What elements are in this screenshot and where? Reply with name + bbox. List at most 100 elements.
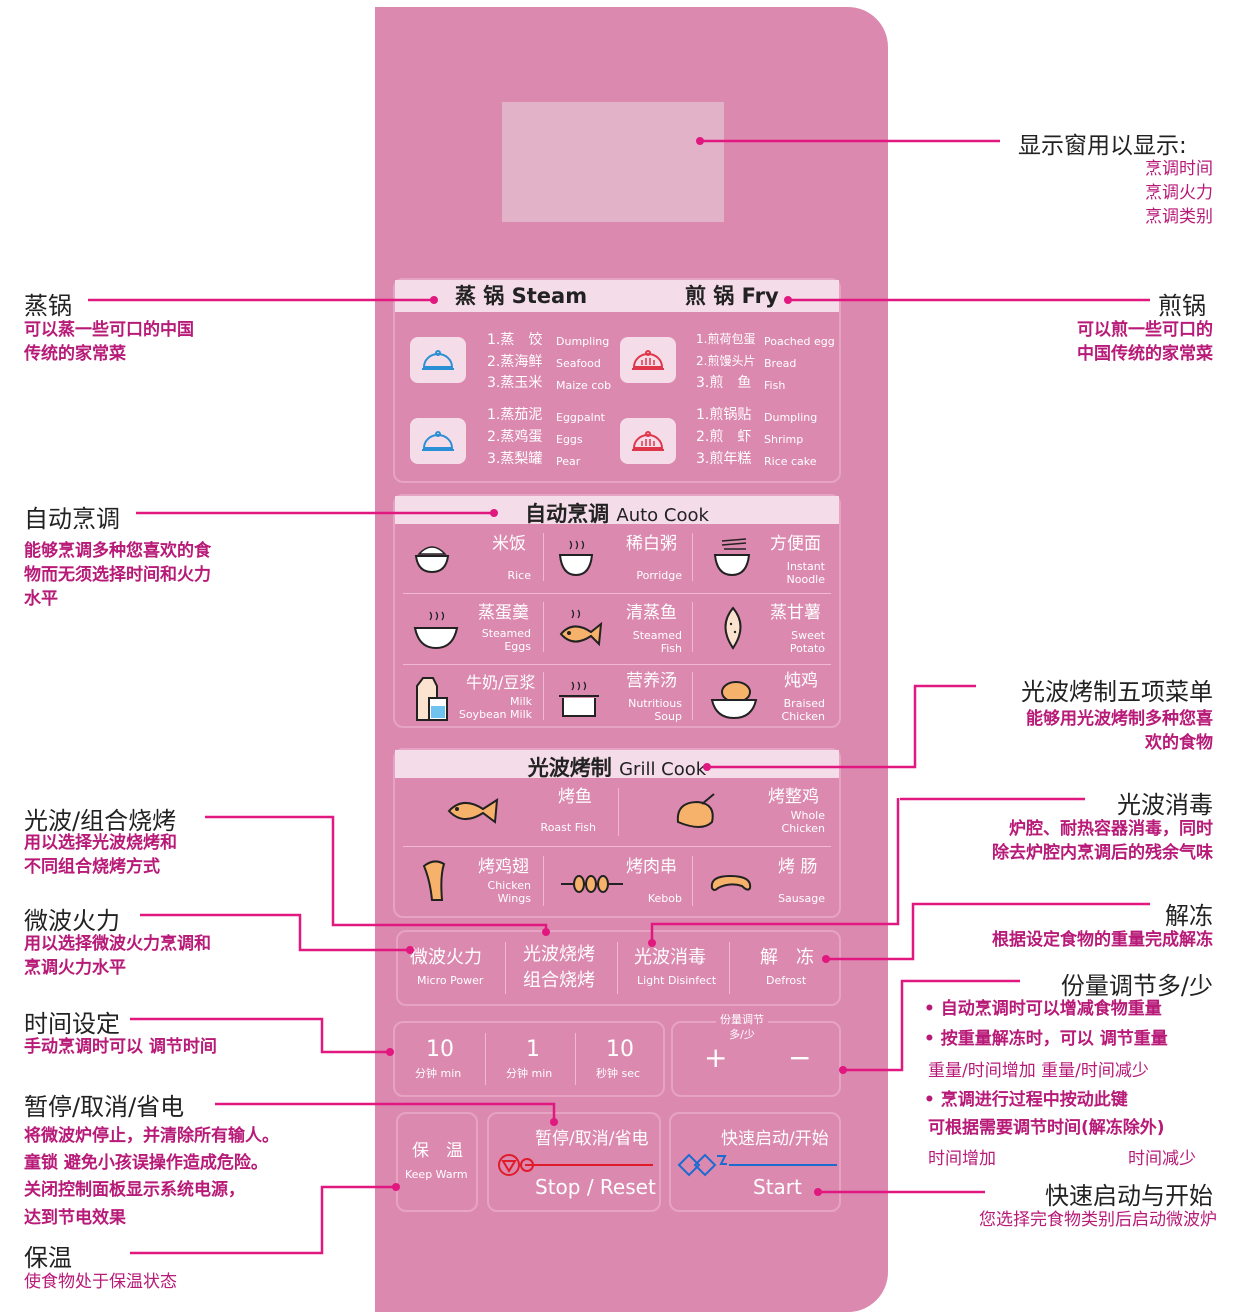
button-label: 保 温	[412, 1141, 463, 1161]
egg-custard-bowl-icon	[413, 611, 459, 650]
annotation-body: 使食物处于保温状态	[24, 1272, 177, 1292]
time-unit: 分钟 min	[415, 1067, 462, 1080]
list-item: Poached egg	[764, 335, 835, 348]
whole-chicken-icon	[676, 793, 715, 828]
portion-minus-button[interactable]: −	[788, 1041, 812, 1074]
auto-cook-title: 自动烹调	[525, 502, 610, 526]
divider	[403, 593, 831, 594]
grill-item-label: 烤整鸡	[768, 787, 819, 807]
time-value: 10	[606, 1037, 634, 1062]
list-item: 3.煎年糕	[696, 451, 752, 467]
button-label-en: Keep Warm	[405, 1168, 468, 1181]
divider	[618, 788, 619, 836]
noodle-bowl-icon	[713, 538, 751, 577]
annotation-title: 煎锅	[1158, 292, 1206, 320]
divider	[692, 856, 693, 906]
annotation-body: 手动烹调时可以 调节时间	[24, 1037, 217, 1057]
grill-item-label-en: Sausage	[778, 892, 825, 905]
list-item: 3.蒸玉米	[487, 375, 543, 391]
annotation-body: 能够用光波烤制多种您喜 欢的食物	[1026, 709, 1213, 753]
stop-reset-button[interactable]: 暂停/取消/省电 Stop / Reset	[487, 1112, 661, 1212]
annotation-body: 用以选择微波火力烹调和 烹调火力水平	[24, 934, 211, 978]
steam-title: 蒸 锅 Steam	[455, 284, 588, 308]
time-unit: 秒钟 sec	[596, 1067, 641, 1080]
annotation-body: 将微波炉停止，并清除所有输人。 童锁 避免小孩误操作造成危险。 关闭控制面板显示…	[24, 1126, 279, 1228]
annotation-body: 能够烹调多种您喜欢的食 物而无须选择时间和火力 水平	[24, 541, 211, 609]
list-item: Eggs	[556, 433, 583, 446]
auto-item-label: 米饭	[492, 534, 526, 554]
list-item: 2.蒸鸡蛋	[487, 429, 543, 445]
button-label: 光波消毒	[634, 947, 706, 968]
auto-item-label: 营养汤	[626, 671, 677, 691]
divider	[505, 942, 506, 994]
rice-bowl-icon	[414, 546, 450, 574]
annotation-body: 用以选择光波烧烤和 不同组合烧烤方式	[24, 833, 177, 877]
list-item: 1.煎锅贴	[696, 407, 752, 423]
kebob-icon	[561, 875, 623, 893]
divider	[543, 533, 544, 581]
steam-button-2[interactable]	[410, 418, 466, 464]
list-item: Dumpling	[556, 335, 610, 348]
annotation-title: 微波火力	[24, 907, 120, 935]
keep-warm-button[interactable]: 保 温 Keep Warm	[396, 1112, 478, 1212]
list-item: 2.蒸海鲜	[487, 354, 543, 370]
divider	[575, 1033, 576, 1085]
list-item: 1.蒸 饺	[487, 332, 543, 348]
time-value: 1	[526, 1037, 540, 1062]
annotation-title: 显示窗用以显示:	[1018, 133, 1187, 159]
divider	[403, 846, 831, 847]
auto-item-label: 蒸蛋羹	[478, 603, 529, 623]
list-item: 3.煎 鱼	[696, 375, 752, 391]
grill-item-label-en: Kebob	[647, 892, 682, 905]
list-item: 3.蒸梨罐	[487, 451, 543, 467]
time-buttons-group	[393, 1021, 665, 1097]
annotation-title: 解冻	[1165, 902, 1213, 930]
button-label: 组合烧烤	[523, 970, 595, 991]
auto-item-label: 方便面	[770, 534, 821, 554]
divider	[692, 533, 693, 581]
annotation-title: 光波消毒	[1117, 791, 1213, 819]
auto-item-label: 蒸甘薯	[770, 603, 821, 623]
fry-pan-icon	[632, 350, 664, 370]
sweet-potato-icon	[724, 606, 742, 650]
divider	[692, 672, 693, 720]
stop-divider	[525, 1164, 653, 1166]
auto-item-label-en: Milk Soybean Milk	[458, 695, 532, 721]
steam-button-1[interactable]	[410, 337, 466, 383]
button-label-en: Light Disinfect	[637, 974, 717, 987]
auto-item-label-en: Instant Noodle	[786, 560, 826, 586]
auto-cook-section	[393, 494, 841, 728]
start-button[interactable]: 快速启动/开始 Start	[669, 1112, 841, 1212]
auto-item-label-en: Porridge	[636, 569, 682, 582]
grill-cook-title-en: Grill Cook	[619, 759, 707, 780]
list-item: Shrimp	[764, 433, 804, 446]
button-label-en: Stop / Reset	[535, 1175, 656, 1199]
annotation-title: 暂停/取消/省电	[24, 1093, 185, 1121]
portion-plus-button[interactable]: +	[704, 1041, 728, 1074]
annotation-title: 快速启动与开始	[1045, 1182, 1213, 1210]
divider	[543, 856, 544, 906]
button-label-en: Micro Power	[417, 974, 484, 987]
list-item: 2.煎 虾	[696, 429, 752, 445]
steamed-fish-icon	[559, 609, 603, 647]
grill-cook-title-bar: 光波烤制 Grill Cook	[395, 750, 839, 780]
auto-item-label-en: Steamed Eggs	[481, 627, 531, 653]
list-item: Rice cake	[764, 455, 817, 468]
annotation-title: 蒸锅	[24, 292, 72, 320]
display-window	[502, 102, 724, 222]
divider	[543, 672, 544, 720]
auto-item-label-en: Sweet Potato	[789, 629, 825, 655]
annotation-body: 可以蒸一些可口的中国 传统的家常菜	[24, 320, 194, 364]
auto-item-label: 稀白粥	[626, 534, 677, 554]
fry-button-2[interactable]	[620, 418, 676, 464]
auto-item-label-en: Steamed Fish	[632, 629, 682, 655]
auto-cook-title-bar: 自动烹调 Auto Cook	[395, 496, 839, 526]
annotation-item: 烹调时间	[1145, 159, 1213, 179]
grill-item-label: 烤肉串	[626, 857, 677, 877]
steam-fry-title-bar	[395, 280, 839, 312]
grill-item-label-en: Whole Chicken	[781, 809, 825, 835]
divider	[729, 942, 730, 994]
auto-item-label-en: Braised Chicken	[781, 697, 825, 723]
fry-button-1[interactable]	[620, 337, 676, 383]
list-item: 1.蒸茄泥	[487, 407, 543, 423]
